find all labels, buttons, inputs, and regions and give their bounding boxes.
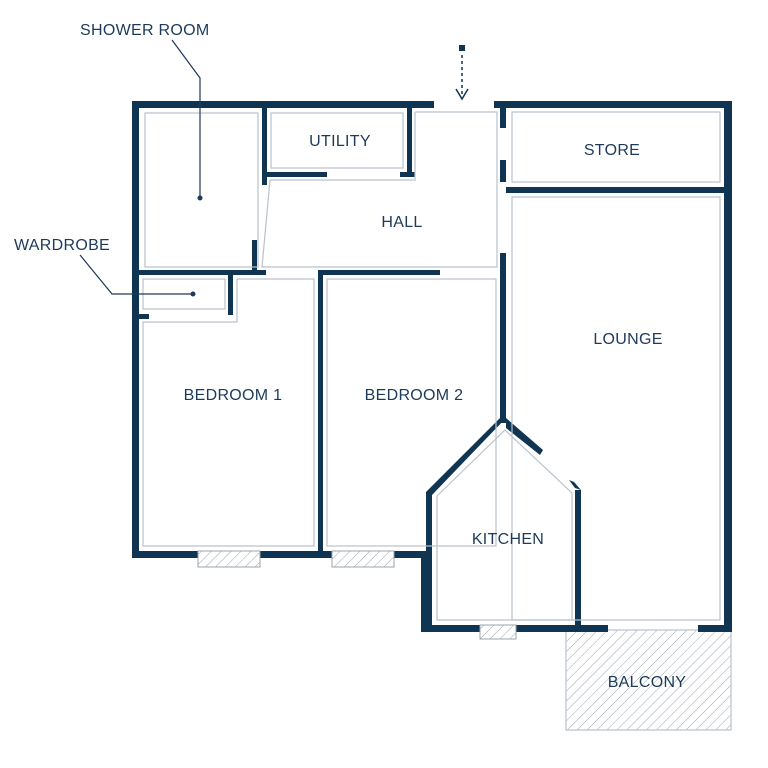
hall-label: HALL [381,214,422,231]
kitchen-label: KITCHEN [472,531,544,548]
entrance-arrow-icon [455,45,469,101]
shower-room-label: SHOWER ROOM [80,22,210,39]
wardrobe-leader-dot [190,291,196,297]
utility-label: UTILITY [309,133,371,150]
wardrobe-label: WARDROBE [14,237,110,254]
shower-room-leader-dot [197,195,203,201]
window-icon [197,550,261,568]
shower-room-leader [171,39,201,198]
windows [197,550,517,640]
balcony-label: BALCONY [608,674,687,691]
store-label: STORE [584,142,640,159]
window-icon [331,550,395,568]
bedroom-2-label: BEDROOM 2 [365,387,464,404]
window-icon [479,624,517,640]
lounge-label: LOUNGE [593,331,662,348]
interior-lines [142,111,721,621]
balcony [565,629,732,731]
bedroom-1-label: BEDROOM 1 [184,387,283,404]
interior-walls [139,108,724,632]
wardrobe-leader [79,254,193,295]
outer-walls [132,101,732,632]
